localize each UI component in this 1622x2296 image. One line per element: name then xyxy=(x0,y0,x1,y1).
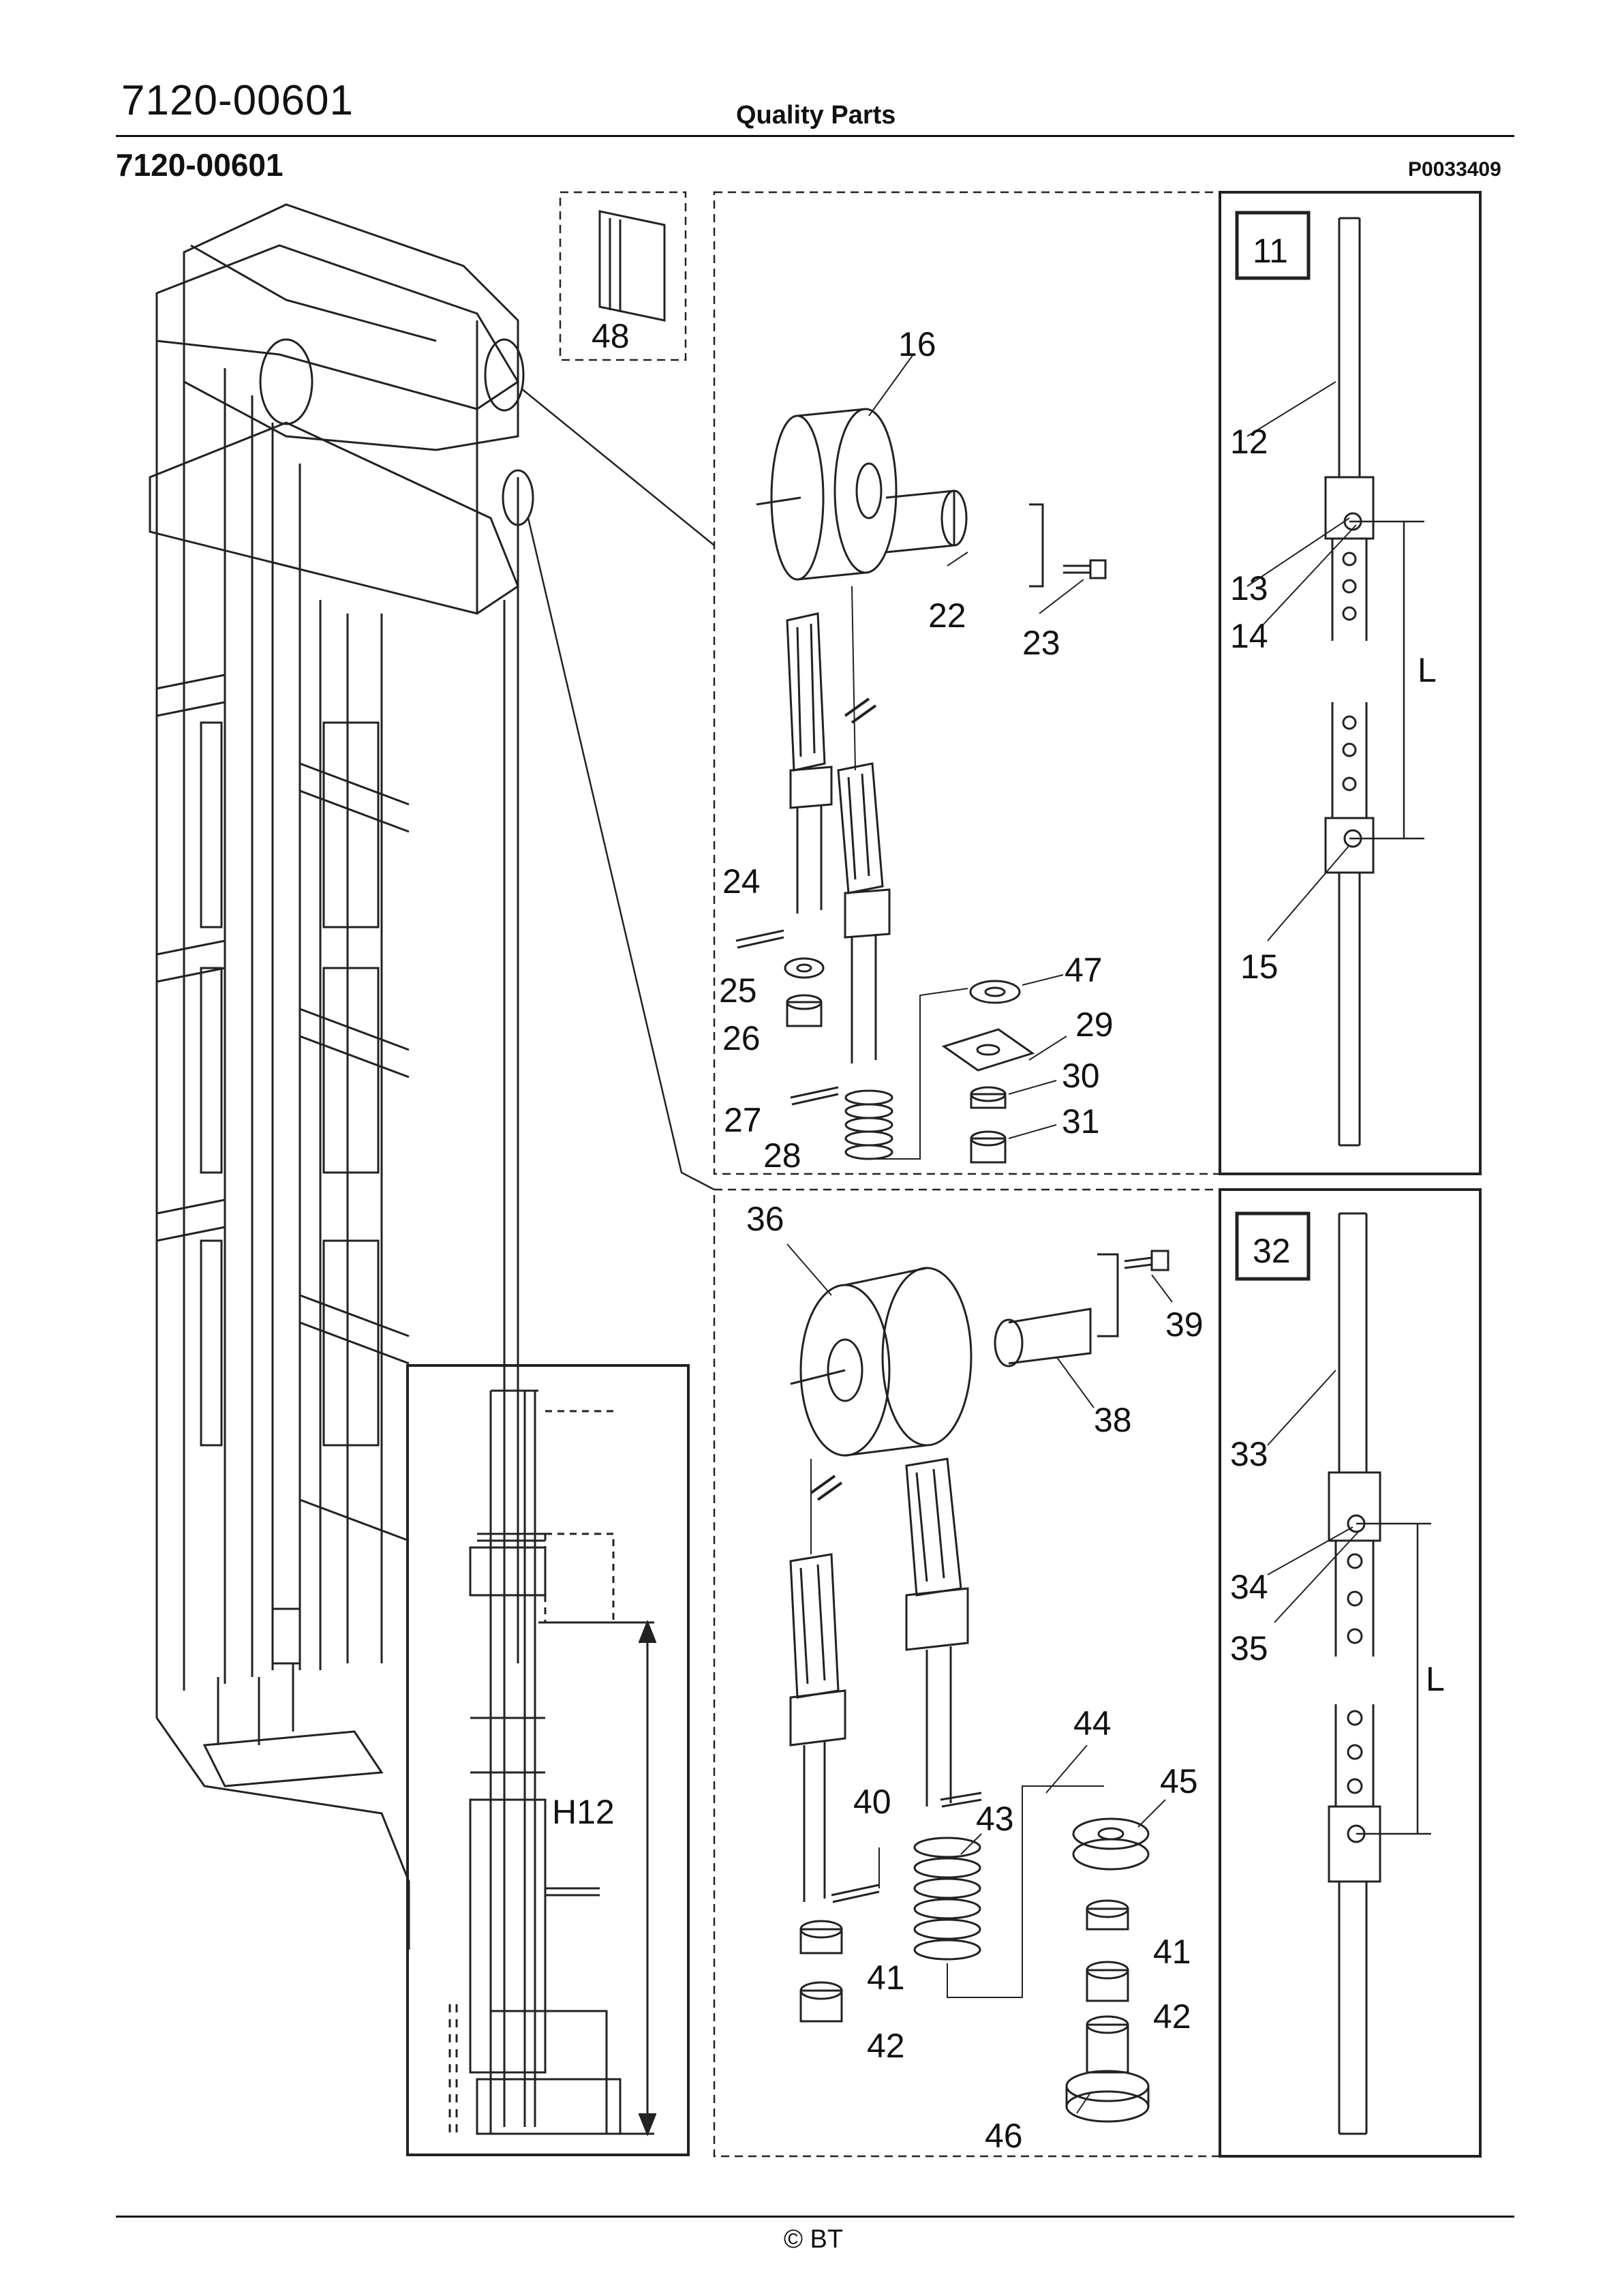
part-16-pulley xyxy=(756,408,898,581)
callout-13: 13 xyxy=(1230,569,1268,607)
callout-30: 30 xyxy=(1062,1057,1100,1095)
callout-41-right: 41 xyxy=(1153,1933,1191,1971)
part-41-nut-right xyxy=(1086,1899,1129,1931)
header-title: Quality Parts xyxy=(736,101,896,130)
callout-45: 45 xyxy=(1160,1762,1198,1800)
dimension-l-2 xyxy=(1356,1522,1431,1835)
part-38-shaft xyxy=(994,1253,1119,1368)
kit-number-box-11 xyxy=(1235,211,1311,280)
callout-41-left: 41 xyxy=(867,1959,905,1997)
callout-29: 29 xyxy=(1075,1006,1114,1044)
part-27-split-pin xyxy=(790,1086,839,1106)
callout-34: 34 xyxy=(1230,1568,1268,1606)
dimension-label-l-1: L xyxy=(1418,651,1437,689)
callout-11: 11 xyxy=(1253,232,1288,270)
detail-box-11 xyxy=(1219,191,1482,1175)
part-25-washer xyxy=(784,957,825,979)
dimension-l-1 xyxy=(1349,520,1424,840)
chain-assembly-32 xyxy=(1328,1212,1381,2135)
part-36-pulley xyxy=(790,1267,973,1457)
kit-number-box-32 xyxy=(1235,1211,1311,1281)
callout-43: 43 xyxy=(976,1800,1014,1838)
callout-44: 44 xyxy=(1073,1704,1112,1742)
mast-assembly-drawing xyxy=(149,203,534,1950)
chain-assembly-11 xyxy=(1324,217,1375,1147)
document-number: 7120-00601 xyxy=(121,77,354,124)
callout-14: 14 xyxy=(1230,617,1268,655)
callout-31: 31 xyxy=(1062,1102,1100,1141)
callout-28: 28 xyxy=(763,1136,801,1175)
callout-27: 27 xyxy=(724,1101,762,1139)
callout-25: 25 xyxy=(719,971,757,1010)
callout-24: 24 xyxy=(722,862,761,901)
part-40-split-pin xyxy=(831,1884,880,1903)
part-42-nut-left xyxy=(799,1981,843,2023)
callout-48: 48 xyxy=(592,317,630,355)
chain-lower-left xyxy=(789,1553,846,1902)
part-23-bolt xyxy=(1063,559,1107,579)
diagram-title: 7120-00601 xyxy=(116,147,284,183)
part-46-base xyxy=(1065,2015,1150,2123)
detail-box-32 xyxy=(1219,1188,1482,2158)
detail-box-48 xyxy=(559,191,687,361)
callout-22: 22 xyxy=(928,596,966,635)
part-31-nut xyxy=(970,1130,1007,1164)
header-rule xyxy=(116,135,1514,137)
footer-rule xyxy=(116,2216,1514,2218)
part-48-guide-strip xyxy=(598,210,666,322)
callout-15: 15 xyxy=(1240,948,1279,986)
callout-38: 38 xyxy=(1094,1401,1132,1439)
part-45-damper xyxy=(1072,1817,1150,1871)
callout-26: 26 xyxy=(722,1019,761,1057)
detail-box-lower xyxy=(713,1188,1221,2158)
part-42-nut-right xyxy=(1086,1961,1129,2002)
callout-16: 16 xyxy=(898,325,936,363)
callout-labels: 11 12 13 14 15 L 48 16 22 23 24 25 26 27… xyxy=(552,232,1445,2155)
callout-42-right: 42 xyxy=(1153,1997,1191,2036)
callout-32: 32 xyxy=(1253,1232,1291,1270)
callout-46: 46 xyxy=(985,2117,1023,2155)
callout-42-left: 42 xyxy=(867,2027,905,2065)
part-39-bolt xyxy=(1124,1250,1169,1271)
part-30-nut xyxy=(970,1086,1007,1109)
callout-23: 23 xyxy=(1022,624,1060,662)
part-43-spring xyxy=(913,1837,981,1961)
callout-35: 35 xyxy=(1230,1629,1268,1667)
part-24-split-pin xyxy=(735,929,784,949)
inset-h12-drawing xyxy=(406,1364,690,2156)
callout-33: 33 xyxy=(1230,1435,1268,1473)
part-47-washer xyxy=(969,980,1021,1004)
chain-upper-right xyxy=(837,762,891,1063)
callout-47: 47 xyxy=(1065,951,1103,989)
callout-39: 39 xyxy=(1165,1305,1204,1344)
chain-upper-left xyxy=(786,612,833,913)
callout-36: 36 xyxy=(746,1200,784,1238)
drawing-reference: P0033409 xyxy=(1408,158,1501,181)
dimension-label-h12: H12 xyxy=(552,1793,615,1831)
part-28-spring xyxy=(844,1089,893,1160)
part-41-nut-left xyxy=(799,1920,843,1954)
chain-lower-right xyxy=(905,1457,969,1807)
copyright-notice: © BT xyxy=(784,2225,844,2254)
callout-12: 12 xyxy=(1230,423,1268,461)
part-29-plate xyxy=(941,1028,1035,1072)
callout-40: 40 xyxy=(853,1783,891,1821)
part-44-split-pin xyxy=(940,1792,982,1808)
dimension-label-l-2: L xyxy=(1426,1660,1445,1698)
part-26-nut xyxy=(786,994,823,1027)
part-22-shaft xyxy=(885,489,1044,588)
